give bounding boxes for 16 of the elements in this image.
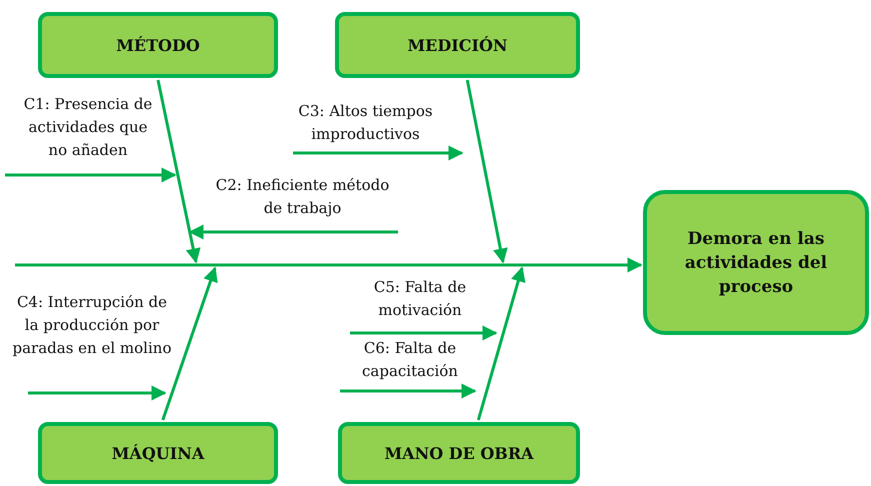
cause-text: C6: Falta de capacitación xyxy=(361,338,459,382)
bone-arrow xyxy=(466,80,508,264)
category-box: MANO DE OBRA xyxy=(338,422,580,484)
category-box: MÁQUINA xyxy=(38,422,278,484)
cause-text: C4: Interrupción de la producción por paradas en el molino xyxy=(12,292,172,359)
cause-text: C1: Presencia de actividades que no añaden xyxy=(22,94,154,161)
bone-arrow xyxy=(156,80,201,264)
cause-text: C2: Ineficiente método de trabajo xyxy=(214,175,390,219)
cause-text: C3: Altos tiempos improductivos xyxy=(297,101,434,145)
bone-arrow xyxy=(161,266,218,420)
category-box: MEDICIÓN xyxy=(335,12,580,78)
spine-arrow xyxy=(15,257,642,272)
category-box: MÉTODO xyxy=(38,12,278,78)
effect-box: Demora en las actividades del proceso xyxy=(643,190,869,335)
cause-text: C5: Falta de motivación xyxy=(372,277,468,321)
bone-arrow xyxy=(476,266,526,420)
